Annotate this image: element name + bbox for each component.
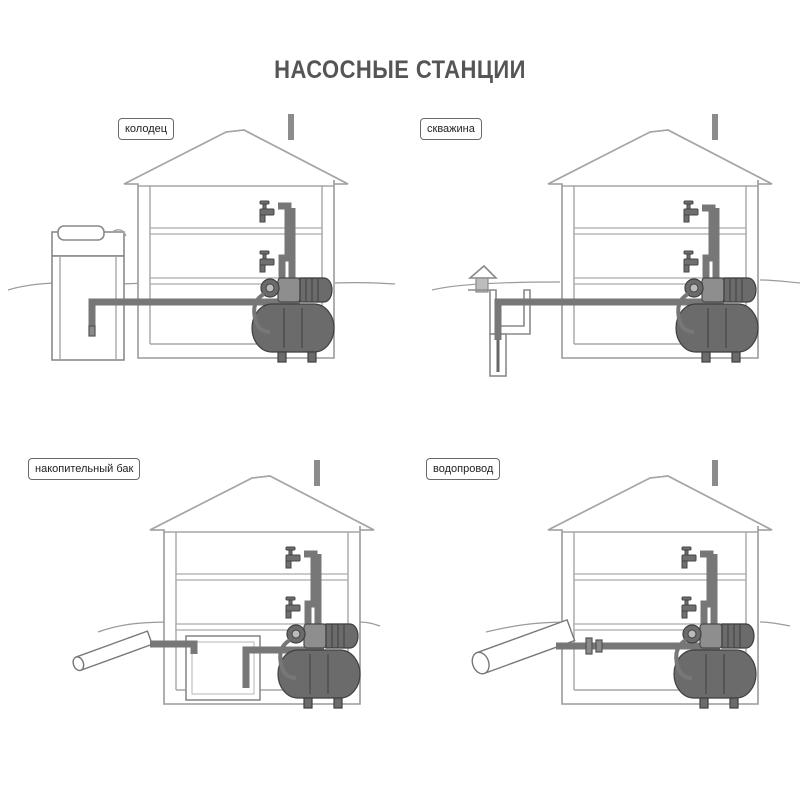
scheme-label-water-main: водопровод (426, 458, 501, 480)
scheme-borehole (431, 113, 800, 377)
scheme-label-storage-tank: накопительный бак (28, 458, 141, 480)
page-title: НАСОСНЫЕ СТАНЦИИ (274, 56, 526, 84)
scheme-well (7, 113, 396, 364)
scheme-storage-tank (72, 459, 381, 710)
scheme-label-borehole: скважина (420, 118, 482, 140)
scheme-label-well: колодец (118, 118, 175, 140)
scheme-water-main (471, 459, 791, 710)
